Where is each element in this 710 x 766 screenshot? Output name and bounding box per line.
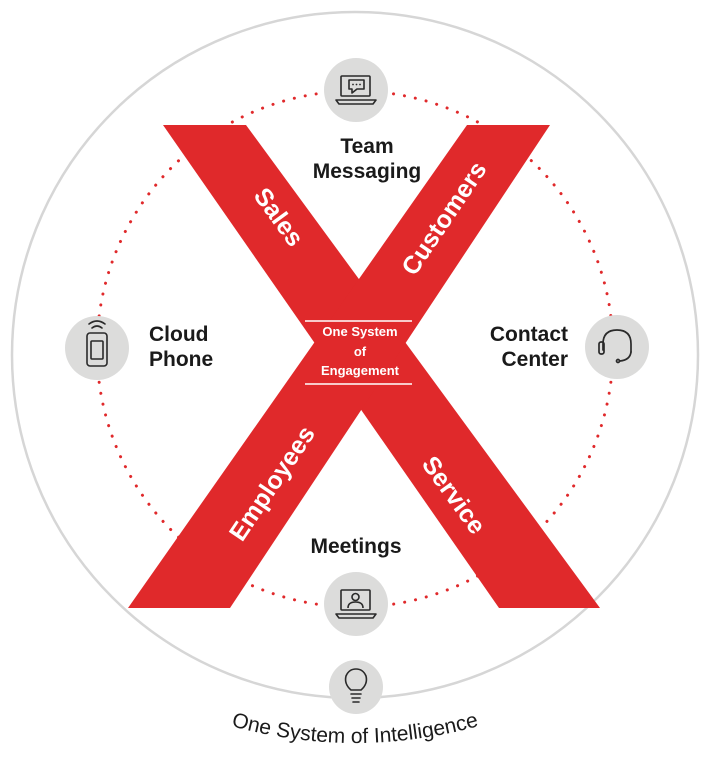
cloud-phone-line-2: Phone — [149, 348, 214, 371]
footer-tagline: One System of Intelligence — [230, 709, 481, 748]
contact-center-line-1: Contact — [489, 323, 568, 346]
headset-icon — [585, 315, 649, 379]
channel-label-team-messaging: Team Messaging — [312, 134, 422, 184]
video-meeting-laptop-icon — [324, 572, 388, 636]
cloud-phone-line-1: Cloud — [149, 323, 209, 346]
team-messaging-line-2: Messaging — [312, 160, 422, 183]
footer-tagline-text: One System of Intelligence — [230, 709, 481, 748]
center-label-line-2: of — [354, 344, 367, 359]
channel-label-cloud-phone: Cloud Phone — [149, 322, 213, 372]
mobile-phone-icon — [65, 316, 129, 380]
channel-label-contact-center: Contact Center — [473, 322, 568, 372]
team-messaging-line-1: Team — [340, 135, 394, 158]
contact-center-line-2: Center — [501, 348, 568, 371]
x-stroke-ascending — [128, 125, 550, 608]
channel-label-meetings: Meetings — [310, 535, 402, 558]
center-label-line-1: One System — [322, 324, 397, 339]
red-x — [128, 125, 600, 608]
chat-laptop-icon — [324, 58, 388, 122]
center-label: One System of Engagement — [305, 320, 412, 385]
lightbulb-icon — [329, 660, 383, 714]
center-label-line-3: Engagement — [321, 363, 400, 378]
